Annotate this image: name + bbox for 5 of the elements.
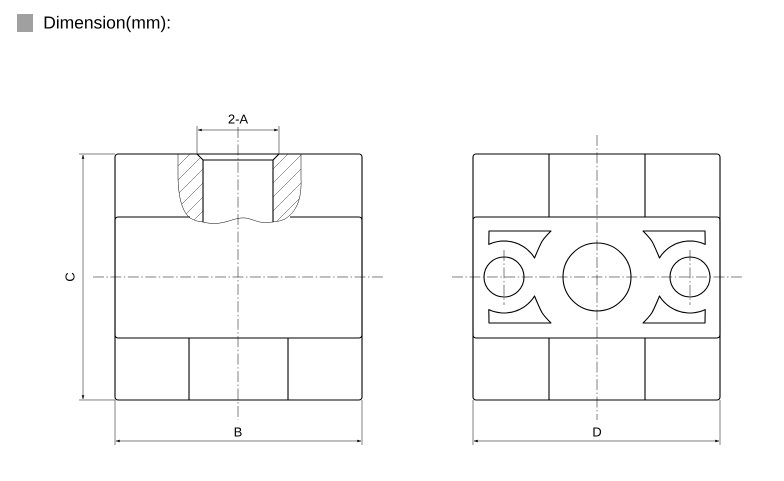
dimension-label: 2-A (228, 114, 248, 124)
dimension-label: C (65, 272, 75, 282)
dimension-label: B (234, 428, 242, 436)
title: Dimension(mm): (44, 16, 170, 32)
dimension-label: D (593, 428, 602, 436)
